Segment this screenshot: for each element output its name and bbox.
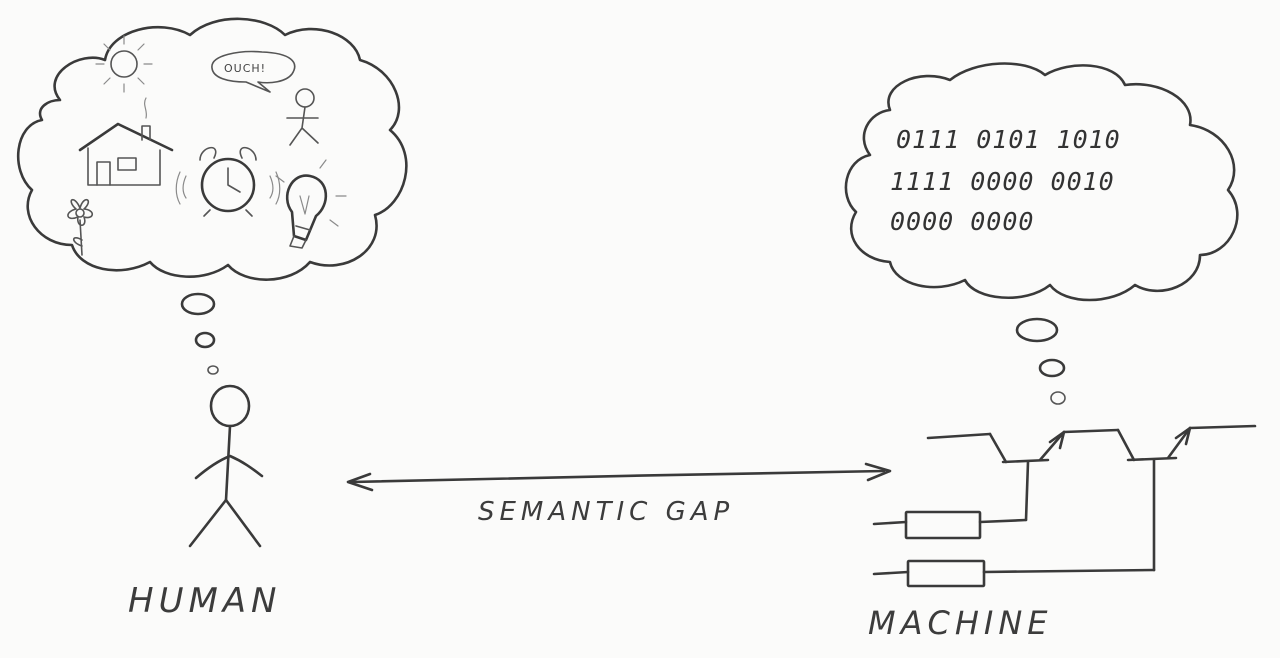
machine-thought-cloud: 0111 0101 1010 1111 0000 0010 0000 0000 bbox=[844, 62, 1239, 405]
resistor-2-icon bbox=[872, 559, 1156, 588]
human-stick-figure bbox=[188, 384, 264, 548]
sun-icon bbox=[95, 35, 153, 93]
binary-line-1: 0111 0101 1010 bbox=[896, 125, 1121, 154]
alarm-clock-icon bbox=[175, 146, 281, 217]
house-icon bbox=[78, 97, 174, 186]
light-bulb-icon bbox=[275, 159, 347, 249]
machine-label: MACHINE bbox=[868, 604, 1053, 642]
speech-bubble: OUCH! bbox=[211, 50, 296, 93]
machine-thought-dots bbox=[1015, 317, 1066, 405]
semantic-gap-arrow bbox=[346, 462, 892, 492]
semantic-gap-label: SEMANTIC GAP bbox=[478, 497, 734, 527]
binary-line-2: 1111 0000 0010 bbox=[890, 167, 1115, 196]
transistor-1-icon bbox=[988, 430, 1066, 522]
small-stick-figure-icon bbox=[286, 88, 319, 146]
resistor-1-icon bbox=[872, 510, 1028, 540]
speech-text: OUCH! bbox=[224, 62, 266, 75]
flower-icon bbox=[67, 198, 94, 256]
machine-circuit bbox=[872, 424, 1257, 588]
transistor-2-icon bbox=[1116, 426, 1192, 572]
human-thought-cloud: OUCH! bbox=[16, 17, 408, 375]
binary-line-3: 0000 0000 bbox=[890, 207, 1034, 236]
human-label: HUMAN bbox=[128, 581, 281, 621]
human-thought-dots bbox=[180, 292, 219, 375]
